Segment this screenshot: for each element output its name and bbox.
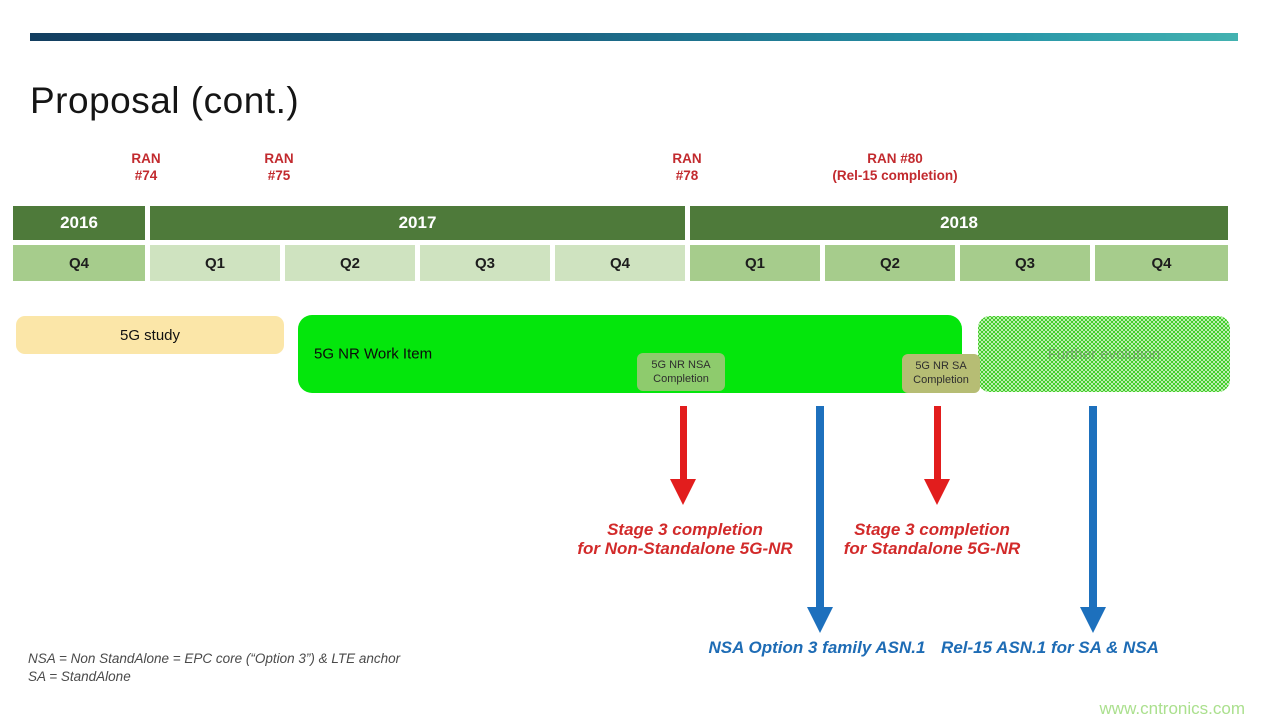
sa-completion-line2: Completion bbox=[913, 374, 969, 386]
nsa-completion-line1: 5G NR NSA bbox=[651, 359, 711, 371]
quarter-cell-2018-q1: Q1 bbox=[690, 245, 820, 281]
abbreviation-legend: NSA = Non StandAlone = EPC core (“Option… bbox=[28, 650, 400, 686]
year-cell-2016: 2016 bbox=[13, 206, 145, 240]
ran-75-label: RAN #75 bbox=[169, 150, 389, 184]
quarter-cell-2017-q2: Q2 bbox=[285, 245, 415, 281]
nsa-completion-line2: Completion bbox=[653, 373, 709, 385]
page-title: Proposal (cont.) bbox=[30, 80, 300, 121]
rel15-asn1-note: Rel-15 ASN.1 for SA & NSA bbox=[941, 638, 1159, 657]
ran-78-label: RAN #78 bbox=[577, 150, 797, 184]
quarter-cell-2018-q4: Q4 bbox=[1095, 245, 1228, 281]
stage3-sa-line1: Stage 3 completion bbox=[854, 520, 1010, 539]
further-evolution-bar: Further evolution bbox=[978, 316, 1230, 392]
red-arrow-sa-head bbox=[924, 479, 950, 505]
red-arrow-nsa-stem bbox=[680, 406, 687, 479]
ran-75-line1: RAN bbox=[264, 151, 294, 166]
top-accent-bar bbox=[30, 33, 1238, 41]
stage3-sa-line2: for Standalone 5G-NR bbox=[843, 539, 1021, 558]
study-bar: 5G study bbox=[16, 316, 284, 354]
red-arrow-sa-stem bbox=[934, 406, 941, 479]
red-arrow-nsa-head bbox=[670, 479, 696, 505]
ran-75-line2: #75 bbox=[267, 168, 291, 183]
quarter-cell-2017-q3: Q3 bbox=[420, 245, 550, 281]
ran-74-line2: #74 bbox=[134, 168, 158, 183]
stage3-sa-note: Stage 3 completion for Standalone 5G-NR bbox=[802, 520, 1062, 558]
ran-80-line2: (Rel-15 completion) bbox=[832, 168, 958, 183]
stage3-nsa-line2: for Non-Standalone 5G-NR bbox=[577, 539, 793, 558]
year-cell-2017: 2017 bbox=[150, 206, 685, 240]
quarter-cell-2016-q4: Q4 bbox=[13, 245, 145, 281]
legend-sa-line: SA = StandAlone bbox=[28, 669, 131, 684]
quarter-cell-2017-q1: Q1 bbox=[150, 245, 280, 281]
blue-arrow-nsa-asn1-head bbox=[807, 607, 833, 633]
ran-80-line1: RAN #80 bbox=[867, 151, 923, 166]
ran-78-line2: #78 bbox=[675, 168, 699, 183]
stage3-nsa-note: Stage 3 completion for Non-Standalone 5G… bbox=[555, 520, 815, 558]
ran-80-label: RAN #80 (Rel-15 completion) bbox=[785, 150, 1005, 184]
blue-arrow-rel15-asn1-stem bbox=[1089, 406, 1097, 607]
blue-arrow-nsa-asn1-stem bbox=[816, 406, 824, 607]
quarter-cell-2018-q2: Q2 bbox=[825, 245, 955, 281]
watermark: www.cntronics.com bbox=[1099, 699, 1245, 718]
nsa-completion-badge: 5G NR NSA Completion bbox=[637, 353, 725, 391]
sa-completion-badge: 5G NR SA Completion bbox=[902, 354, 980, 393]
quarter-cell-2017-q4: Q4 bbox=[555, 245, 685, 281]
sa-completion-line1: 5G NR SA bbox=[915, 360, 967, 372]
further-evolution-label: Further evolution bbox=[1047, 345, 1161, 363]
nsa-asn1-note: NSA Option 3 family ASN.1 bbox=[708, 638, 926, 657]
year-cell-2018: 2018 bbox=[690, 206, 1228, 240]
quarter-cell-2018-q3: Q3 bbox=[960, 245, 1090, 281]
ran-78-line1: RAN bbox=[672, 151, 702, 166]
blue-arrow-rel15-asn1-head bbox=[1080, 607, 1106, 633]
ran-74-label: RAN #74 bbox=[36, 150, 256, 184]
work-item-bar: 5G NR Work Item bbox=[298, 315, 962, 393]
work-item-label: 5G NR Work Item bbox=[314, 345, 433, 363]
ran-74-line1: RAN bbox=[131, 151, 161, 166]
stage3-nsa-line1: Stage 3 completion bbox=[607, 520, 763, 539]
legend-nsa-line: NSA = Non StandAlone = EPC core (“Option… bbox=[28, 651, 401, 666]
